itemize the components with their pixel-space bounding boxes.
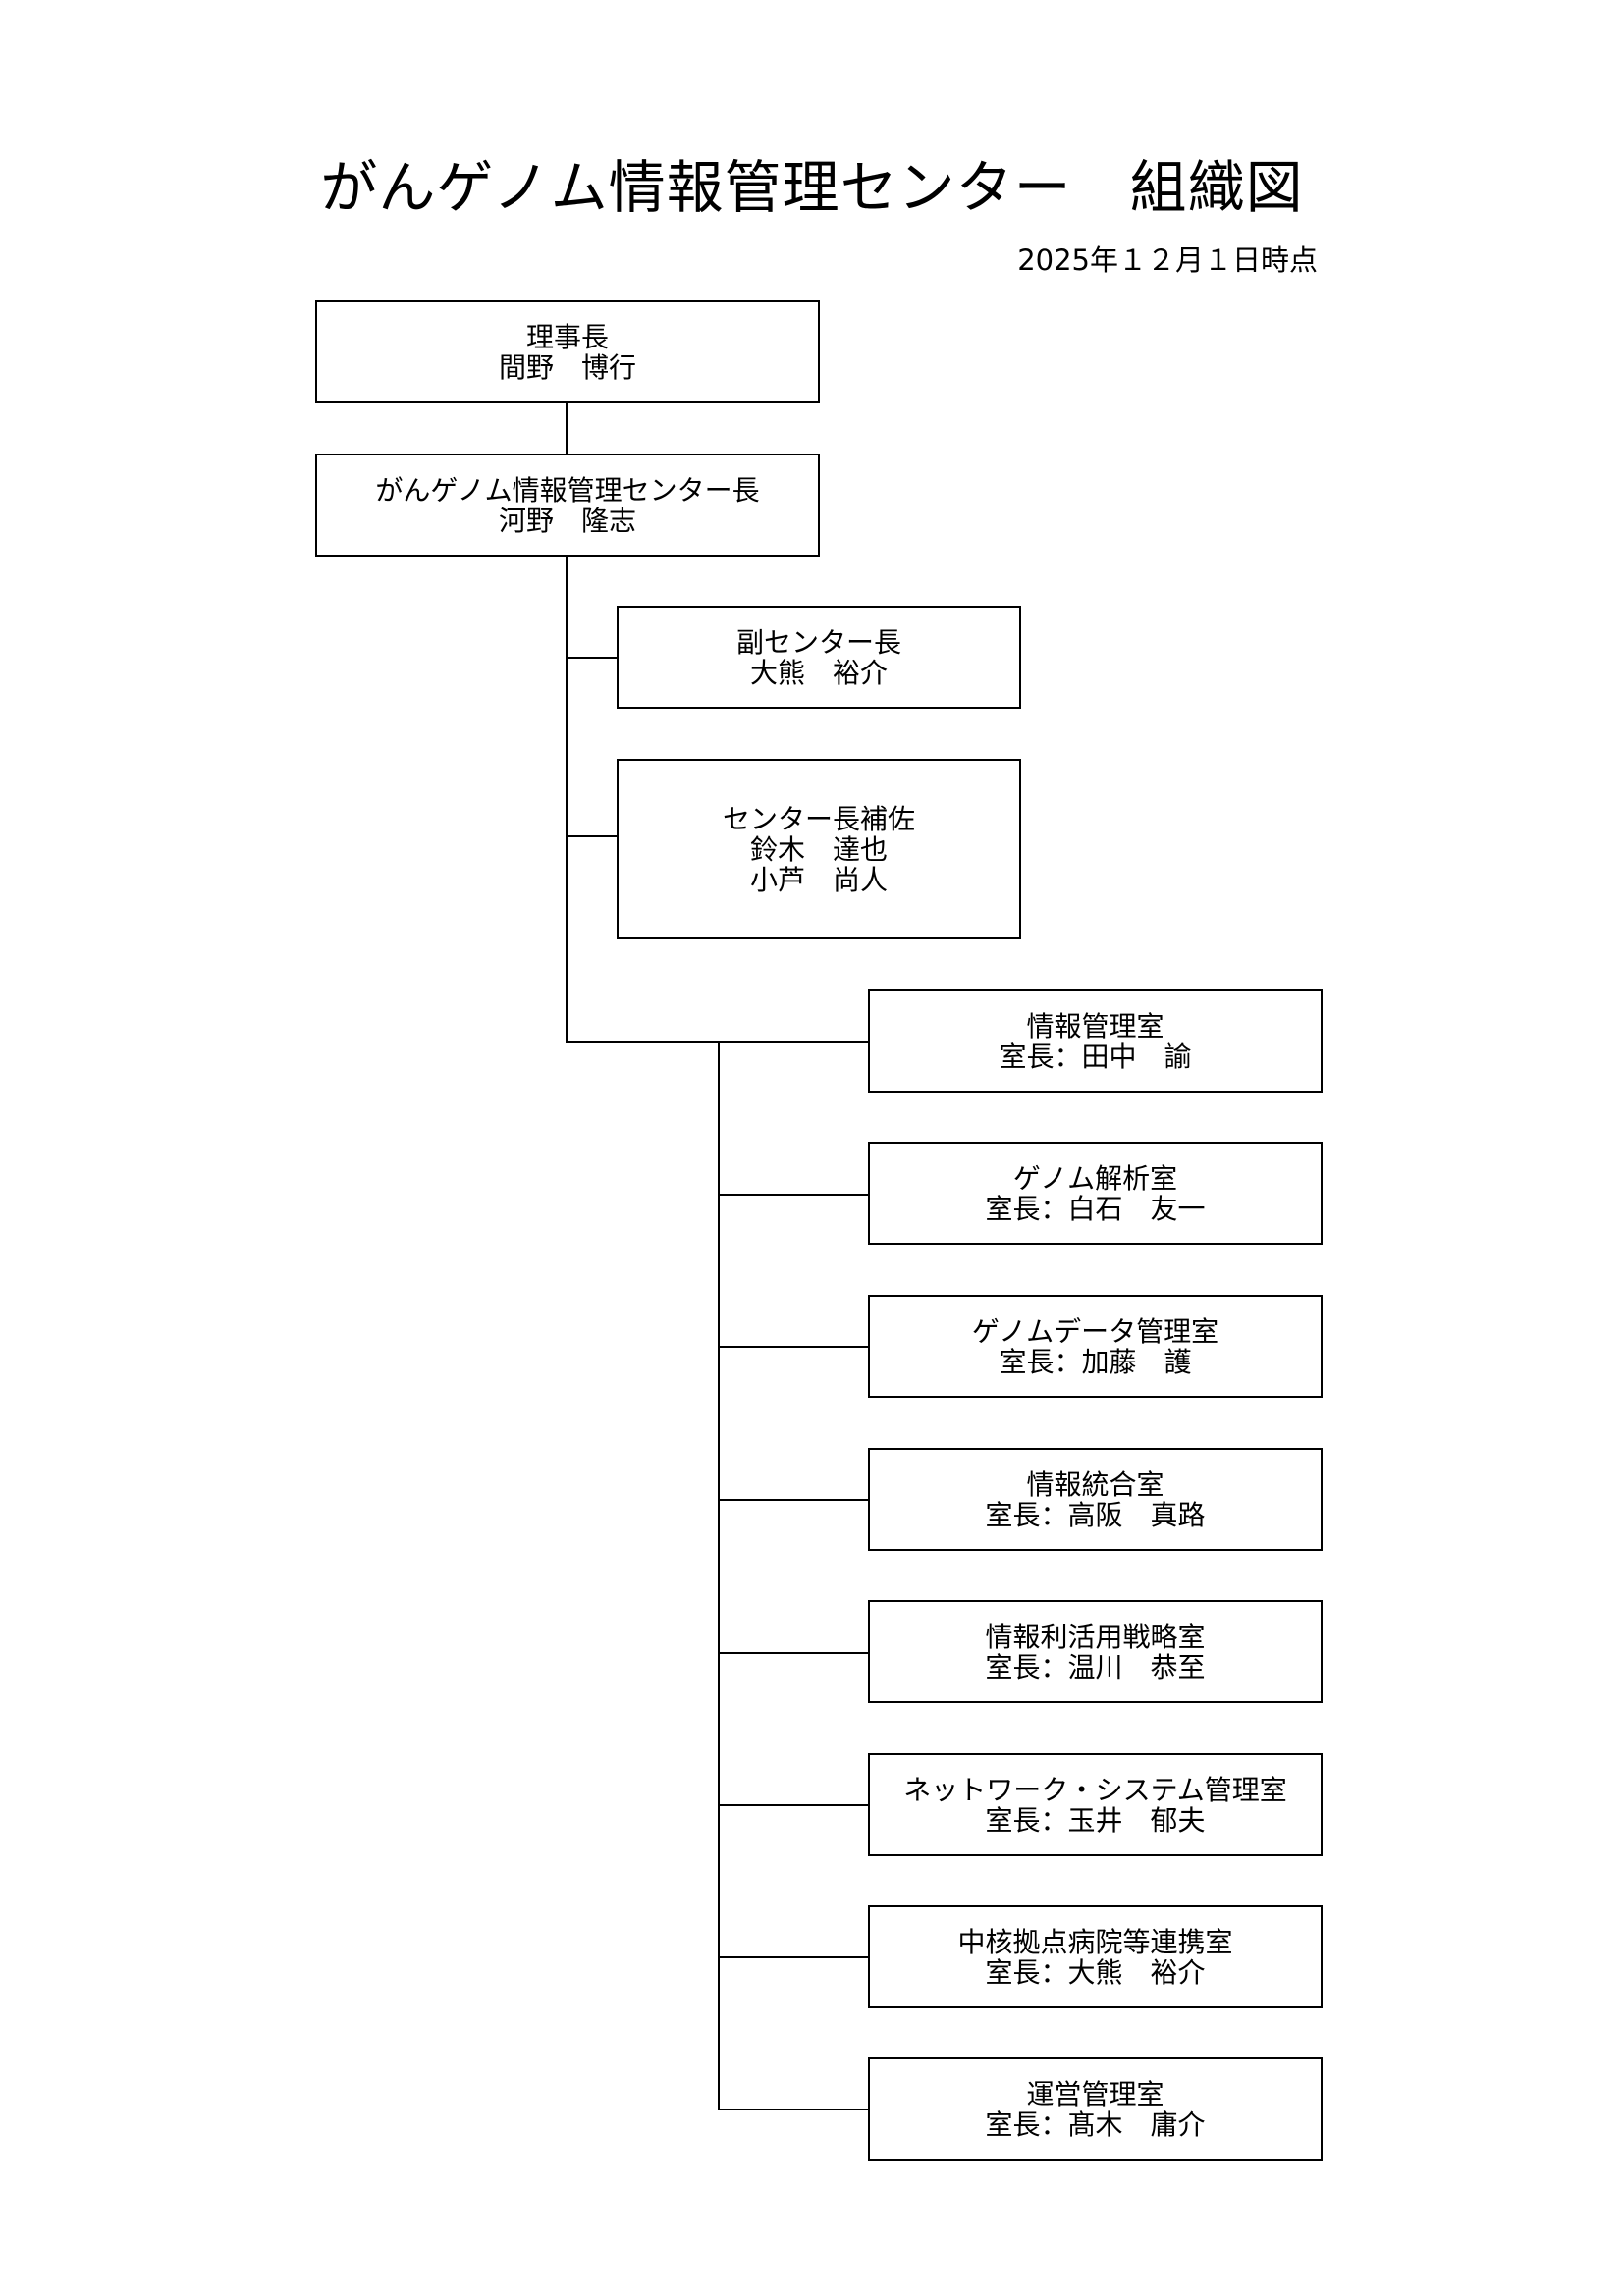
director-role: がんゲノム情報管理センター長 <box>375 473 760 507</box>
office-head: 室長：大熊 裕介 <box>985 1955 1206 1989</box>
assistant-name: 小芦 尚人 <box>749 863 888 896</box>
office-box: 運営管理室 室長：髙木 庸介 <box>868 2057 1323 2161</box>
office-name: ゲノム解析室 <box>1012 1161 1178 1195</box>
office-head: 室長：田中 諭 <box>999 1040 1192 1073</box>
office-name: ゲノムデータ管理室 <box>971 1314 1219 1348</box>
connector-deputy <box>566 657 618 659</box>
office-head: 室長：白石 友一 <box>985 1192 1206 1225</box>
director-box: がんゲノム情報管理センター長 河野 隆志 <box>315 454 820 557</box>
office-box: 情報統合室 室長：高阪 真路 <box>868 1448 1323 1551</box>
connector-office-2 <box>718 1194 869 1196</box>
office-name: 情報管理室 <box>1026 1009 1164 1042</box>
office-box: 情報利活用戦略室 室長：温川 恭至 <box>868 1600 1323 1703</box>
office-head: 室長：髙木 庸介 <box>985 2108 1206 2141</box>
chairman-name: 間野 博行 <box>498 350 636 384</box>
office-name: ネットワーク・システム管理室 <box>903 1773 1287 1806</box>
assistants-box: センター長補佐 鈴木 達也 小芦 尚人 <box>617 759 1021 939</box>
connector-assistants <box>566 835 618 837</box>
office-box: ゲノム解析室 室長：白石 友一 <box>868 1142 1323 1245</box>
connector-office-6 <box>718 1804 869 1806</box>
assistants-role: センター長補佐 <box>722 802 915 835</box>
office-name: 運営管理室 <box>1026 2077 1164 2110</box>
deputy-role: 副センター長 <box>735 625 901 659</box>
connector-offices-branch <box>566 1041 869 1043</box>
office-head: 室長：加藤 護 <box>999 1345 1192 1378</box>
assistant-name: 鈴木 達也 <box>749 832 888 866</box>
connector-office-4 <box>718 1499 869 1501</box>
director-name: 河野 隆志 <box>498 504 636 537</box>
office-name: 情報利活用戦略室 <box>985 1620 1206 1653</box>
date-note: 2025年１２月１日時点 <box>1017 243 1318 277</box>
chart-title: がんゲノム情報管理センター 組織図 <box>320 154 1304 221</box>
deputy-name: 大熊 裕介 <box>749 656 888 689</box>
office-box: ネットワーク・システム管理室 室長：玉井 郁夫 <box>868 1753 1323 1856</box>
office-box: 中核拠点病院等連携室 室長：大熊 裕介 <box>868 1905 1323 2008</box>
chairman-role: 理事長 <box>525 320 609 353</box>
connector-offices-trunk <box>718 1041 720 2110</box>
office-name: 情報統合室 <box>1026 1468 1164 1501</box>
connector-office-5 <box>718 1652 869 1654</box>
connector-office-7 <box>718 1956 869 1958</box>
office-box: ゲノムデータ管理室 室長：加藤 護 <box>868 1295 1323 1398</box>
office-name: 中核拠点病院等連携室 <box>957 1925 1233 1958</box>
connector-director-trunk <box>566 556 568 1043</box>
chairman-box: 理事長 間野 博行 <box>315 300 820 403</box>
office-head: 室長：高阪 真路 <box>985 1498 1206 1531</box>
office-box: 情報管理室 室長：田中 諭 <box>868 989 1323 1093</box>
connector-office-3 <box>718 1346 869 1348</box>
connector-office-8 <box>718 2109 869 2110</box>
office-head: 室長：温川 恭至 <box>985 1650 1206 1683</box>
office-head: 室長：玉井 郁夫 <box>985 1803 1206 1837</box>
connector-chairman-director <box>566 402 568 455</box>
deputy-box: 副センター長 大熊 裕介 <box>617 606 1021 709</box>
